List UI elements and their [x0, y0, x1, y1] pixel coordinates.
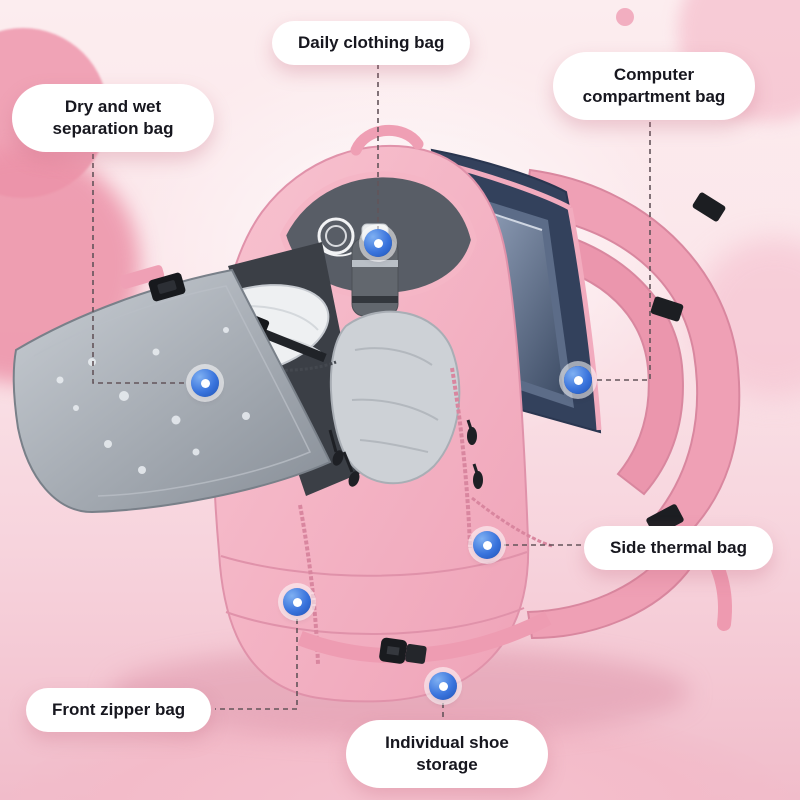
marker-dry-wet-separation-bag: [191, 369, 219, 397]
open-front-interior: [228, 242, 368, 496]
marker-side-thermal-bag: [473, 531, 501, 559]
clothing-bundle: [329, 310, 461, 485]
callout-individual-shoe-storage: Individual shoe storage: [346, 720, 548, 789]
callout-front-zipper-bag: Front zipper bag: [26, 688, 212, 733]
background-circle: [694, 238, 800, 398]
marker-computer-compartment-bag: [564, 366, 592, 394]
backpack-body: [212, 125, 530, 703]
marker-front-zipper-bag: [283, 588, 311, 616]
marker-individual-shoe-storage: [429, 672, 457, 700]
connector-front-zipper: [215, 619, 298, 710]
background-circle: [0, 148, 140, 383]
callout-computer-compartment-bag: Computer compartment bag: [553, 52, 755, 121]
bottom-strap: [297, 611, 552, 664]
marker-daily-clothing-bag: [364, 229, 392, 257]
connector-computer-compartment: [596, 122, 651, 381]
callout-dry-wet-separation-bag: Dry and wet separation bag: [12, 84, 214, 153]
mesh-pocket: [174, 284, 337, 376]
front-panel: [220, 367, 553, 665]
background-dot: [616, 8, 634, 26]
callout-daily-clothing-bag: Daily clothing bag: [272, 21, 471, 66]
callout-side-thermal-bag: Side thermal bag: [584, 526, 773, 571]
